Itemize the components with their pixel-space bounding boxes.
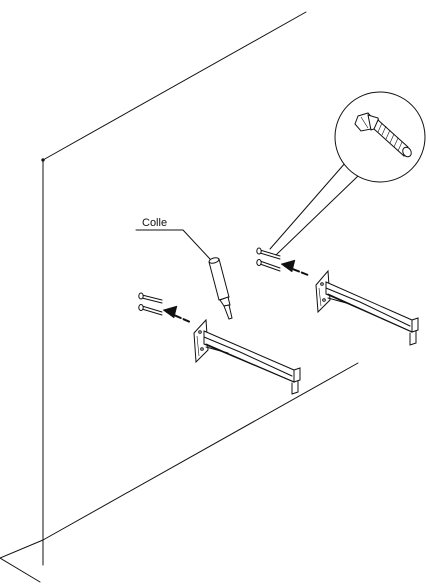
wall-outline — [41, 11, 307, 566]
bracket-right — [315, 269, 419, 346]
anchor-bolts-left — [138, 292, 163, 316]
arrow-right-set — [280, 259, 309, 276]
anchor-bolts-right — [256, 247, 281, 272]
floor-outline — [0, 362, 359, 583]
anchor-bolt-detail — [269, 91, 426, 256]
bracket-left — [193, 318, 301, 395]
bolt-shank — [373, 119, 412, 158]
arrow-left-set — [162, 305, 191, 323]
glue-label-leader — [135, 229, 211, 260]
glue-cartridge — [208, 257, 233, 320]
glue-label: Colle — [142, 217, 167, 229]
